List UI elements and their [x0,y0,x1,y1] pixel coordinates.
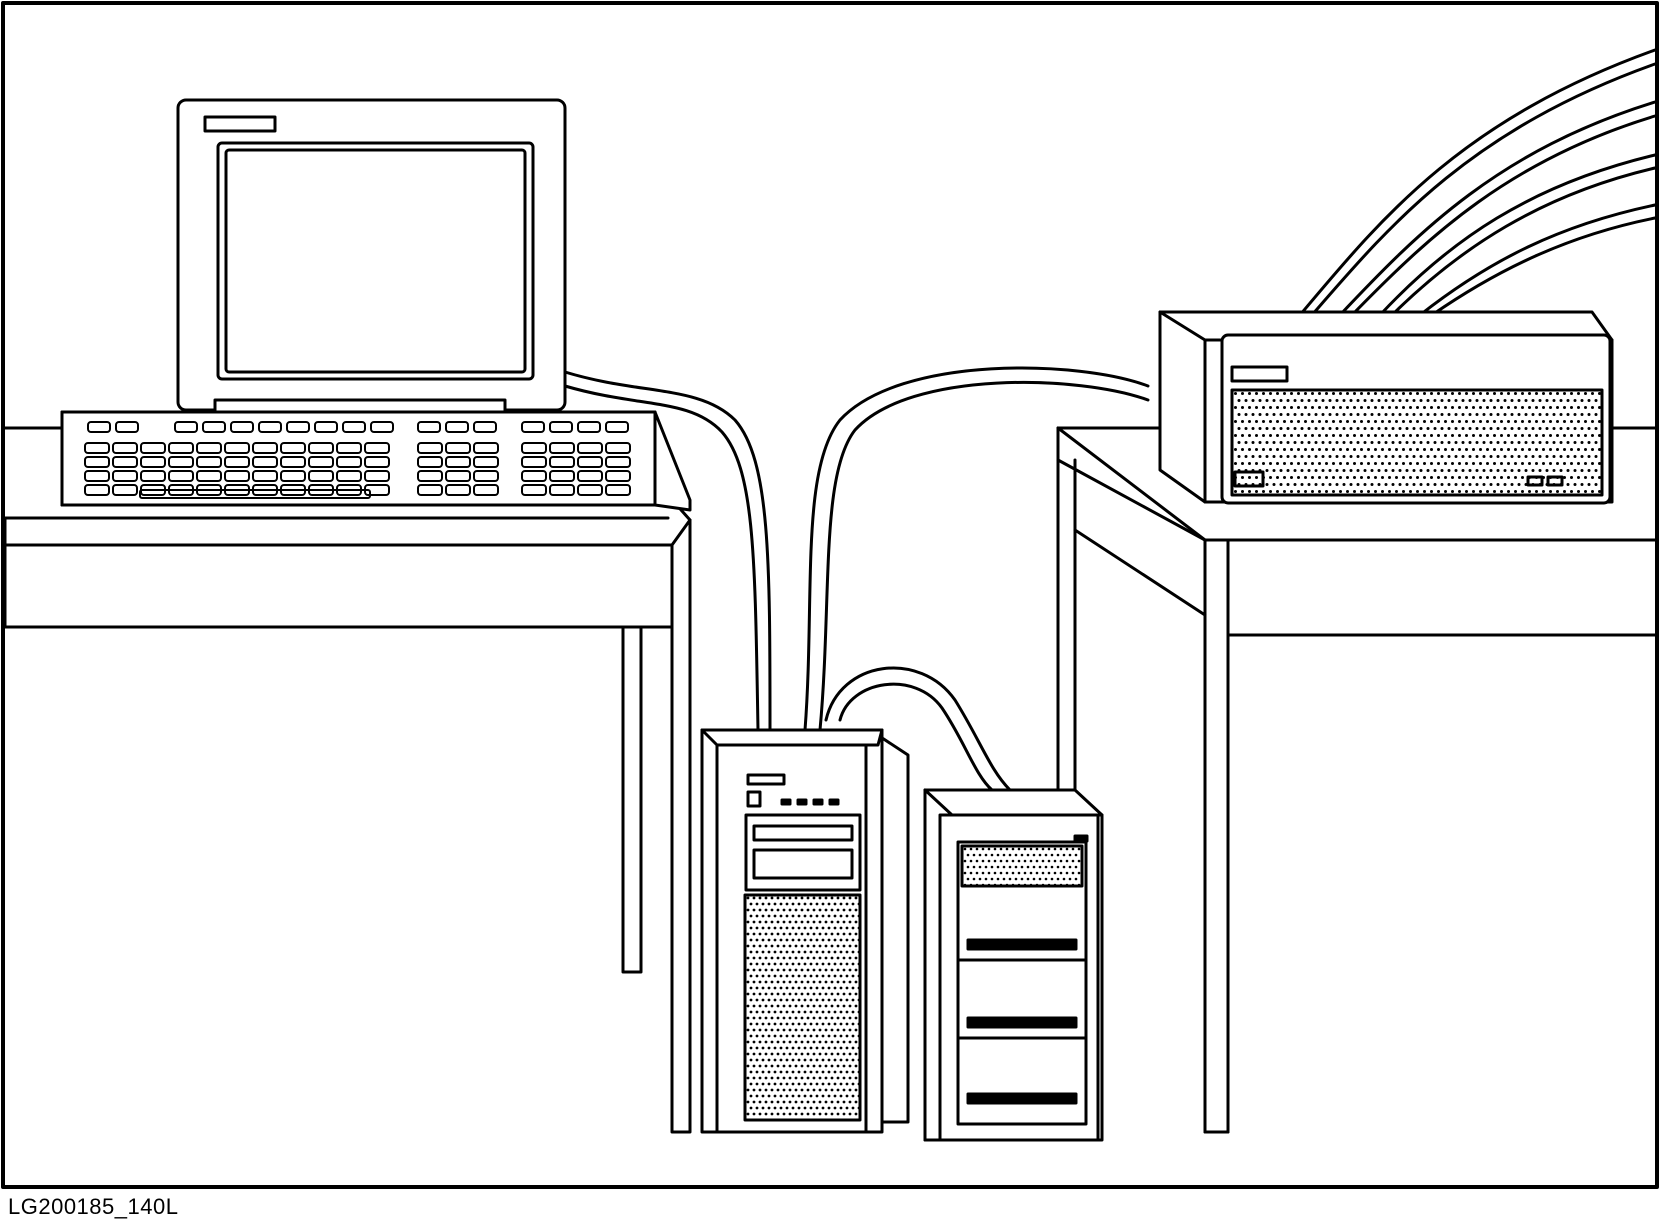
cables [563,48,1657,792]
tower-server [700,728,910,1134]
rack-status-light-1 [1526,475,1544,487]
monitor [176,98,567,416]
power-switch[interactable] [746,790,762,808]
tape-drive [744,813,862,892]
keyboard [60,410,692,512]
rack-badge [1230,365,1289,383]
monitor-badge [203,115,277,133]
indicator-lights [780,798,840,806]
figure-frame [1,1,1659,1189]
desk-left [3,426,692,1134]
monitor-screen [216,141,535,381]
drive-bay-3 [966,1092,1078,1105]
drive-bay-1 [966,938,1078,951]
figure-caption: LG200185_140L [8,1194,179,1219]
cabinet-vent-grille [960,844,1084,888]
drive-bay-2 [966,1016,1078,1029]
rack-device [1158,310,1614,505]
tower-badge [746,773,786,786]
cabinet-badge [1073,834,1089,843]
keyboard-keys [84,421,631,499]
rack-port [1233,470,1265,488]
expansion-cabinet [923,788,1104,1142]
desk-right [1056,426,1657,1134]
rack-vent-grille [1230,388,1604,497]
tower-vent-grille [743,893,862,1122]
